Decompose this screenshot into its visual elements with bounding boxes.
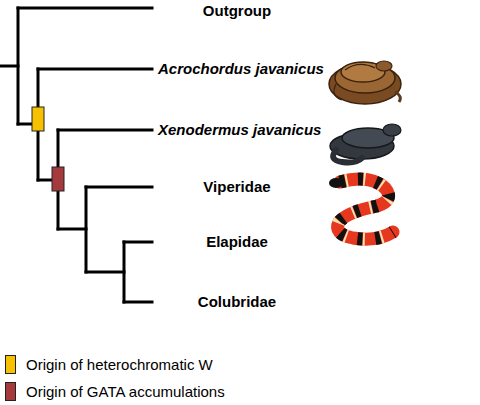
taxon-label: Outgroup <box>203 2 271 20</box>
taxon-label: Xenodermus javanicus <box>158 121 321 139</box>
taxon-label: Colubridae <box>198 293 276 311</box>
taxon-label: Elapidae <box>206 233 268 251</box>
legend-swatch <box>5 355 16 374</box>
taxon-label: Acrochordus javanicus <box>158 60 324 78</box>
tree-branches <box>1 8 152 302</box>
branch-marker <box>52 167 64 191</box>
legend-text: Origin of heterochromatic W <box>26 356 213 374</box>
grey-snake-illustration <box>330 124 401 163</box>
legend-swatch <box>5 382 16 401</box>
coral-snake-illustration <box>329 178 393 239</box>
legend-text: Origin of GATA accumulations <box>26 383 225 401</box>
taxon-label: Viperidae <box>203 178 270 196</box>
brown-snake-illustration <box>329 61 401 104</box>
branch-marker <box>32 107 44 131</box>
